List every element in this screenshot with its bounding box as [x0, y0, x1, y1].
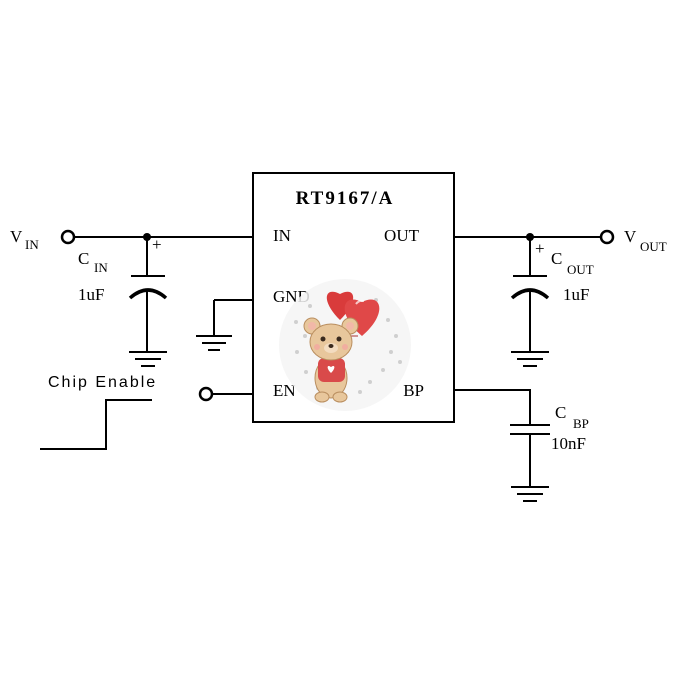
cin-sub: IN — [94, 260, 108, 275]
cout-value: 1uF — [563, 285, 589, 304]
teddy-bear-with-heart-balloon-icon — [279, 279, 411, 411]
cout-label: C — [551, 249, 562, 268]
cin-label: C — [78, 249, 89, 268]
vout-label: V — [624, 227, 637, 246]
en-terminal[interactable] — [198, 386, 214, 402]
pin-en-label: EN — [273, 381, 296, 400]
vout-sub: OUT — [640, 239, 667, 254]
cbp-sub: BP — [573, 416, 589, 431]
cout-sub: OUT — [567, 262, 594, 277]
cbp-label: C — [555, 403, 566, 422]
pin-out-label: OUT — [384, 226, 420, 245]
chip-title: RT9167/A — [296, 188, 395, 209]
cin-value: 1uF — [78, 285, 104, 304]
gnd-ground-icon — [196, 335, 232, 351]
cin-ground-icon — [129, 351, 167, 367]
cout-plus: + — [535, 239, 545, 258]
chip-enable-step-signal — [40, 399, 152, 450]
cin-plus: + — [152, 235, 162, 254]
cbp-ground-icon — [511, 486, 549, 502]
vout-terminal[interactable] — [599, 229, 615, 245]
vin-terminal[interactable] — [60, 229, 76, 245]
cbp-value: 10nF — [551, 434, 586, 453]
pin-bp-label: BP — [403, 381, 424, 400]
chip-enable-label: Chip Enable — [48, 374, 157, 391]
vin-sub: IN — [25, 237, 39, 252]
bp-wire — [454, 389, 531, 425]
pin-in-label: IN — [273, 226, 291, 245]
cout-ground-icon — [511, 351, 549, 367]
vin-label: V — [10, 227, 23, 246]
